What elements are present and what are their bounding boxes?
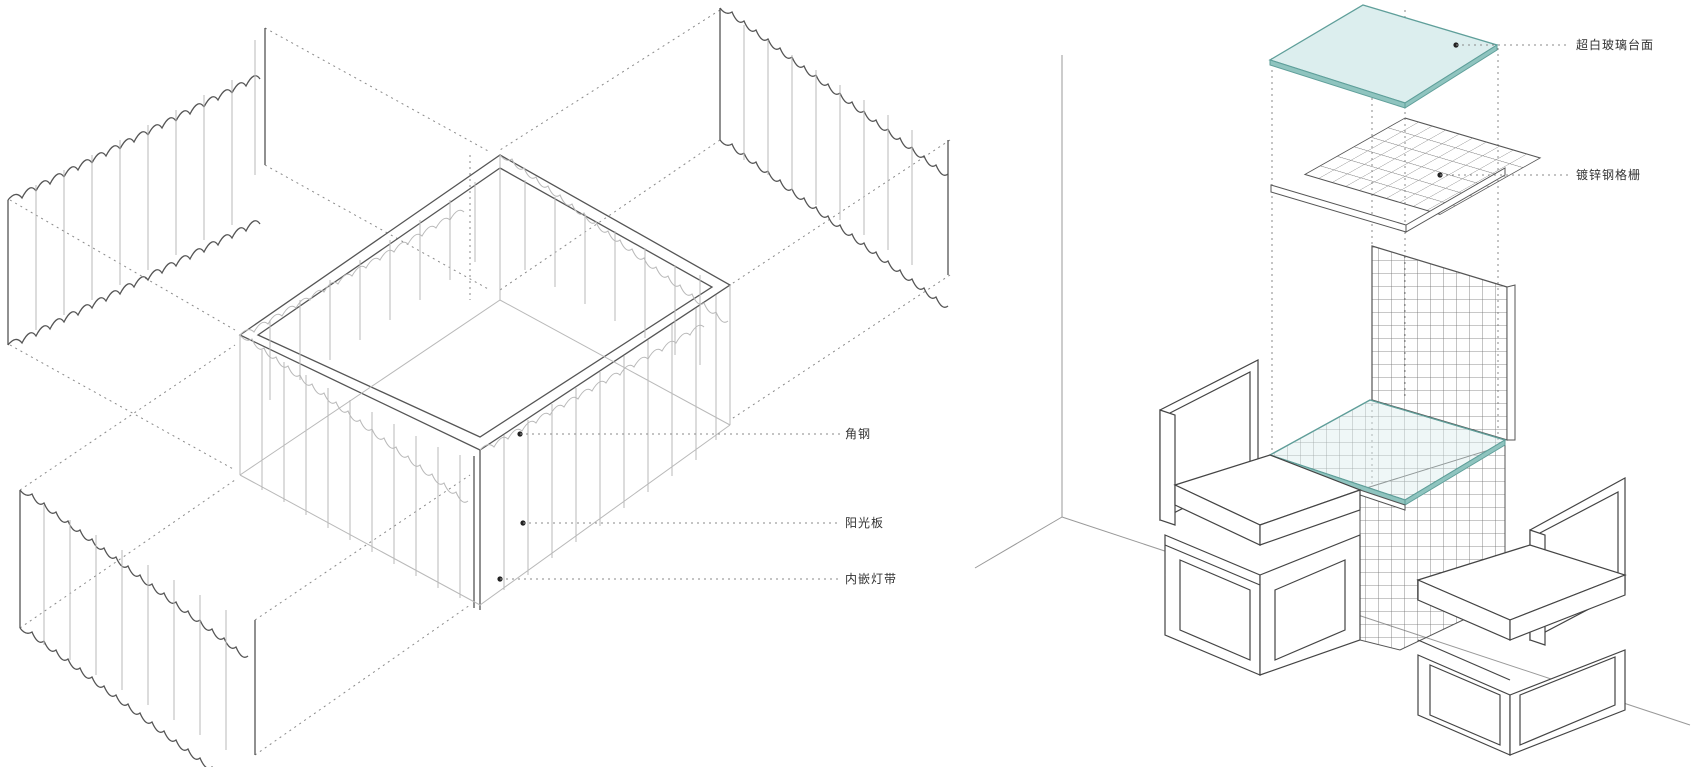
planter-exploded-view: 角钢 阳光板 内嵌灯带 bbox=[7, 7, 951, 767]
left-chair bbox=[1159, 359, 1362, 676]
label-embedded-light-strip: 内嵌灯带 bbox=[845, 572, 897, 586]
label-steel-grating: 镀锌钢格栅 bbox=[1576, 167, 1641, 182]
projection-lines-left bbox=[9, 9, 951, 756]
callout-glass-top: 超白玻璃台面 bbox=[1453, 37, 1654, 52]
panel-back-left bbox=[7, 28, 266, 346]
callout-embedded-light-strip: 内嵌灯带 bbox=[497, 572, 897, 586]
panel-front-left bbox=[19, 489, 256, 767]
planter-frame-box bbox=[238, 154, 732, 610]
steel-grating bbox=[1270, 117, 1542, 233]
right-chair bbox=[1416, 476, 1627, 756]
glass-tabletop bbox=[1268, 4, 1499, 109]
label-glass-top: 超白玻璃台面 bbox=[1576, 37, 1654, 52]
label-angle-steel: 角钢 bbox=[845, 427, 871, 441]
bench-exploded-view: 超白玻璃台面 镀锌钢格栅 bbox=[974, 4, 1691, 756]
callout-steel-grating: 镀锌钢格栅 bbox=[1437, 167, 1641, 182]
callout-angle-steel: 角钢 bbox=[517, 427, 871, 441]
panel-back-right bbox=[719, 7, 949, 308]
seat-glass bbox=[1268, 399, 1507, 511]
label-polycarbonate-panel: 阳光板 bbox=[845, 516, 884, 530]
callout-polycarbonate-panel: 阳光板 bbox=[520, 516, 884, 530]
backrest-grid bbox=[1371, 245, 1516, 441]
